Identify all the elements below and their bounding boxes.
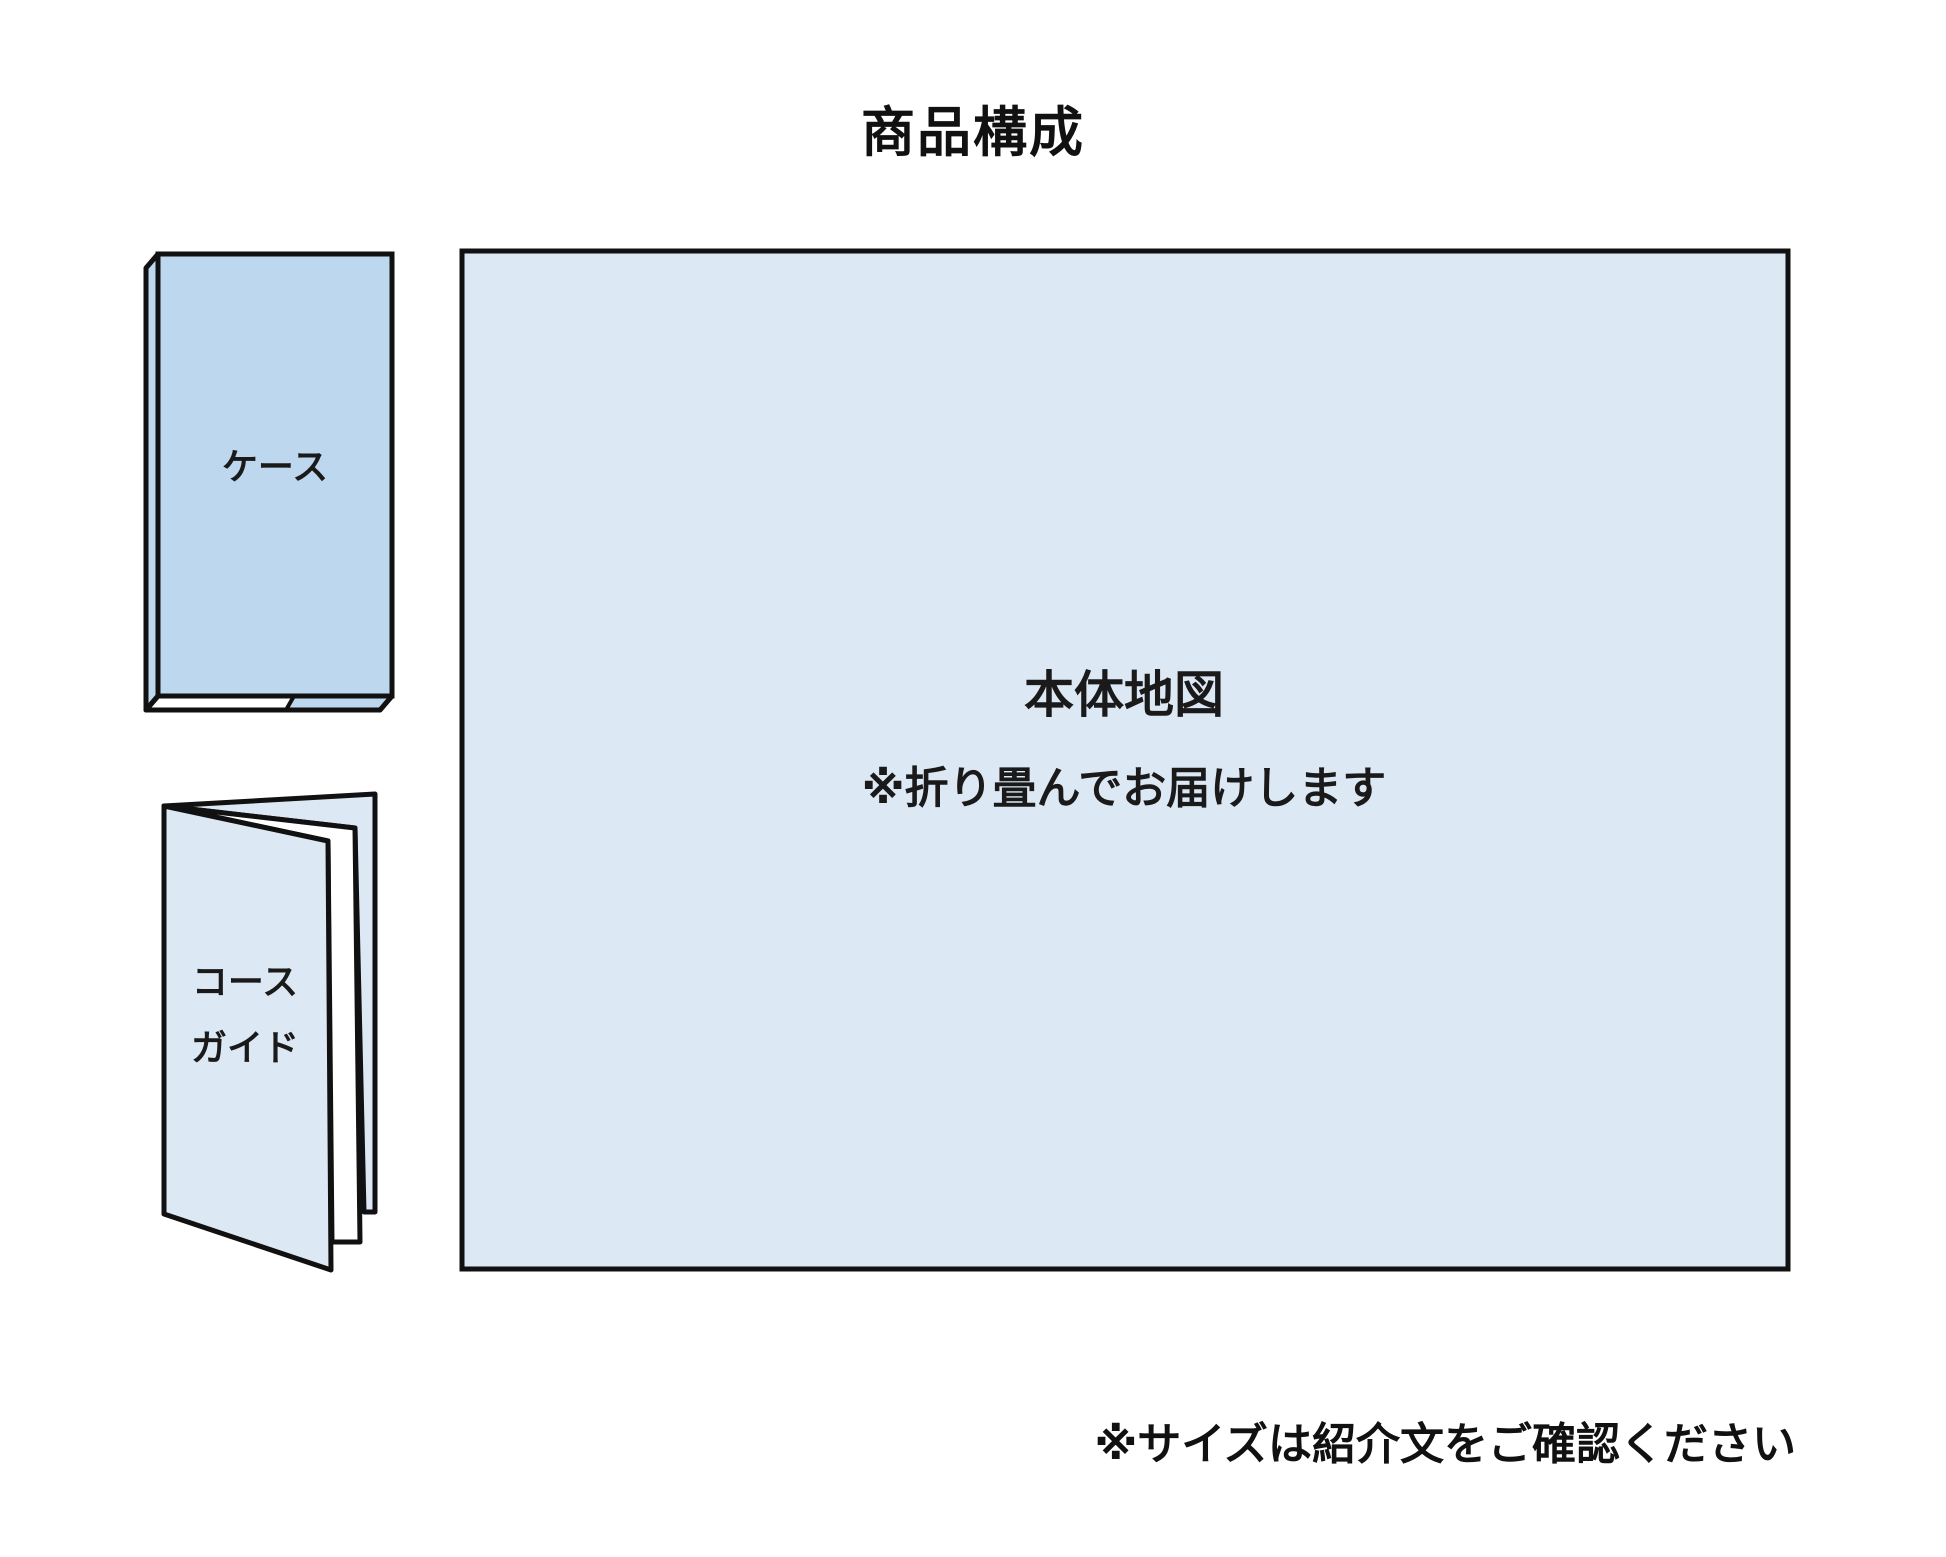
case-illustration	[143, 251, 395, 713]
course-guide-label-line1: コース	[191, 962, 299, 1003]
main-map-illustration	[459, 248, 1791, 1272]
case-label: ケース	[221, 447, 329, 488]
main-map-label: 本体地図	[1024, 666, 1224, 724]
page-title: 商品構成	[861, 101, 1085, 164]
main-map-note: ※折り畳んでお届けします	[861, 763, 1387, 814]
course-guide-illustration	[161, 791, 378, 1273]
course-guide-label: コース ガイド	[170, 950, 320, 1082]
size-footnote: ※サイズは紹介文をご確認ください	[1094, 1419, 1796, 1470]
course-guide-label-line2: ガイド	[190, 1028, 299, 1069]
